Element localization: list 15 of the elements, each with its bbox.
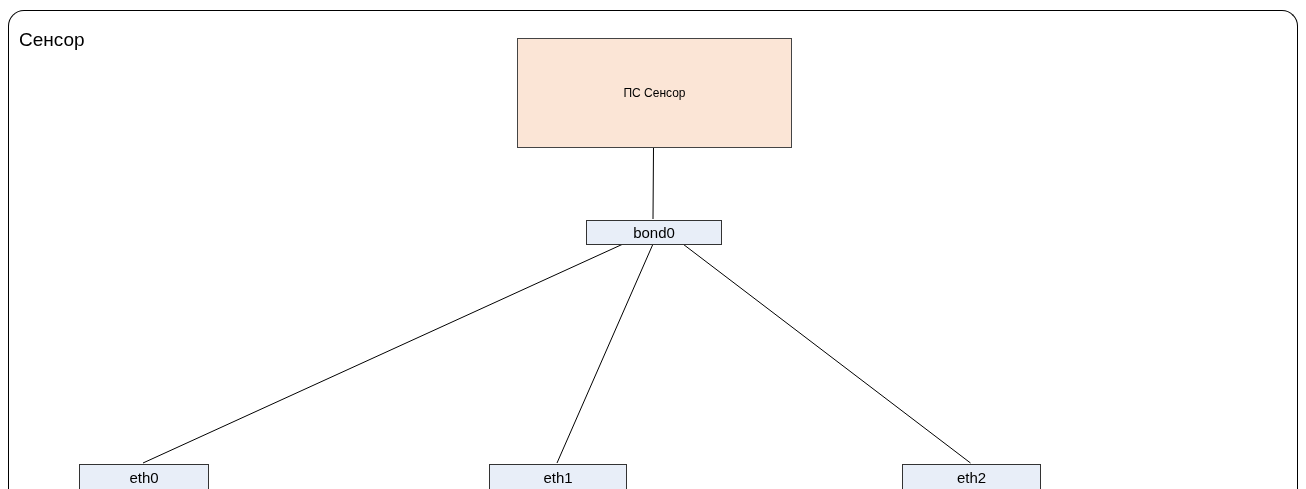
interface-box: [489, 464, 627, 489]
container-frame: [8, 10, 1298, 489]
interface-box: [79, 464, 209, 489]
interface-box: [586, 220, 722, 245]
container-title: Сенсор: [19, 29, 85, 52]
node-label: eth0: [129, 469, 159, 485]
connector-line: [556, 243, 654, 464]
process-box: [517, 38, 792, 148]
node-label: ПС Сенсор: [623, 86, 686, 100]
interface-box: [902, 464, 1041, 489]
node-label: eth1: [543, 469, 573, 485]
connector-line: [682, 243, 971, 464]
node-label: eth2: [956, 469, 987, 485]
connector-line: [652, 146, 654, 220]
node-label: bond0: [633, 225, 675, 240]
